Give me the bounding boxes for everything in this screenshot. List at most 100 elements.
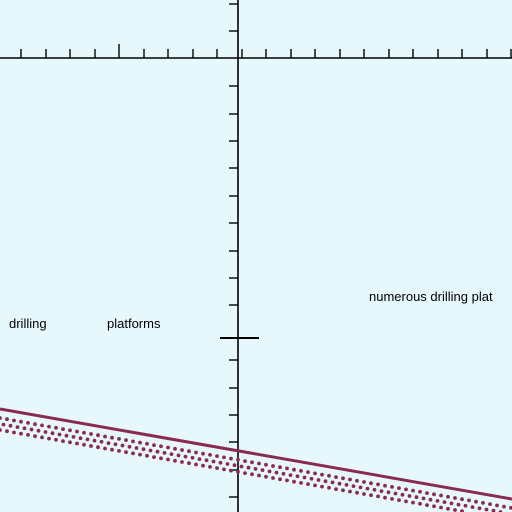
boundary-dot bbox=[397, 498, 401, 502]
boundary-dot bbox=[299, 469, 303, 473]
boundary-dot bbox=[274, 470, 279, 475]
boundary-dot bbox=[264, 462, 268, 467]
boundary-dot bbox=[502, 504, 506, 509]
boundary-dot bbox=[229, 468, 233, 473]
boundary-dot bbox=[330, 480, 335, 485]
horizontal-grid-axis bbox=[0, 44, 512, 59]
boundary-dot bbox=[264, 474, 268, 479]
boundary-dot bbox=[250, 460, 254, 465]
boundary-dot bbox=[404, 499, 408, 504]
boundary-dot bbox=[166, 445, 170, 450]
boundary-dot bbox=[453, 496, 457, 500]
boundary-dot bbox=[432, 492, 436, 497]
boundary-dot bbox=[421, 496, 426, 501]
boundary-dot bbox=[47, 436, 51, 441]
boundary-dot bbox=[22, 426, 27, 431]
boundary-dot bbox=[309, 476, 314, 481]
boundary-dot bbox=[292, 467, 296, 472]
boundary-dot bbox=[257, 461, 261, 466]
boundary-dot bbox=[372, 487, 377, 492]
boundary-dot bbox=[302, 475, 307, 480]
boundary-dot bbox=[148, 448, 153, 453]
boundary-dot bbox=[379, 489, 384, 493]
boundary-dot bbox=[449, 501, 454, 506]
boundary-dot bbox=[411, 488, 415, 493]
boundary-dot bbox=[173, 458, 177, 463]
boundary-dot bbox=[208, 465, 212, 469]
boundary-dot bbox=[295, 474, 300, 479]
boundary-dot bbox=[400, 492, 405, 497]
boundary-dot bbox=[432, 504, 436, 509]
boundary-dot bbox=[376, 494, 380, 499]
boundary-dot bbox=[33, 434, 37, 439]
boundary-dot bbox=[467, 498, 471, 503]
boundary-dot bbox=[334, 475, 338, 479]
boundary-dot bbox=[320, 472, 324, 477]
boundary-dot bbox=[183, 454, 188, 459]
boundary-dot bbox=[134, 446, 139, 450]
boundary-dot bbox=[414, 495, 419, 500]
boundary-dot bbox=[271, 476, 275, 480]
boundary-dot bbox=[1, 422, 6, 427]
boundary-dot bbox=[313, 483, 317, 488]
boundary-dot bbox=[0, 416, 2, 420]
boundary-dot bbox=[243, 459, 247, 463]
boundary-dot bbox=[117, 449, 121, 453]
boundary-dot bbox=[257, 473, 261, 478]
boundary-dot bbox=[477, 506, 482, 511]
boundary-dot bbox=[460, 509, 464, 512]
boundary-dot bbox=[141, 447, 146, 452]
boundary-dot bbox=[425, 491, 429, 495]
boundary-dot bbox=[439, 493, 443, 498]
boundary-dot bbox=[68, 428, 72, 433]
boundary-dot bbox=[225, 462, 230, 466]
boundary-dot bbox=[117, 437, 121, 441]
boundary-dot bbox=[281, 471, 286, 476]
boundary-dot bbox=[229, 456, 233, 461]
boundary-dot bbox=[43, 430, 48, 434]
boundary-dot bbox=[169, 452, 174, 456]
boundary-dot bbox=[250, 472, 254, 477]
boundary-dot bbox=[390, 485, 394, 489]
boundary-dot bbox=[57, 432, 62, 437]
boundary-dot bbox=[194, 450, 198, 455]
boundary-dot bbox=[120, 443, 125, 448]
boundary-dot bbox=[362, 480, 366, 484]
boundary-dot bbox=[190, 455, 195, 460]
boundary-dot bbox=[131, 451, 135, 456]
boundary-dot bbox=[320, 484, 324, 489]
boundary-dot bbox=[390, 497, 394, 501]
boundary-dot bbox=[103, 434, 107, 439]
boundary-dot bbox=[180, 448, 184, 452]
boundary-dot bbox=[26, 433, 30, 437]
boundary-dot bbox=[78, 436, 83, 441]
boundary-dot bbox=[341, 488, 345, 493]
boundary-dot bbox=[491, 508, 496, 512]
boundary-dot bbox=[306, 470, 310, 474]
boundary-dot bbox=[481, 501, 485, 505]
boundary-dot bbox=[89, 432, 93, 436]
boundary-dot bbox=[362, 492, 366, 496]
boundary-dot bbox=[138, 440, 142, 445]
boundary-dot bbox=[271, 464, 275, 468]
boundary-dot bbox=[397, 486, 401, 490]
boundary-dot bbox=[50, 431, 55, 436]
vertical-grid-axis bbox=[220, 0, 259, 512]
boundary-dot bbox=[484, 507, 489, 512]
boundary-dot bbox=[152, 443, 156, 447]
boundary-dot bbox=[446, 494, 450, 499]
boundary-dot bbox=[222, 467, 226, 472]
boundary-dot bbox=[495, 503, 499, 508]
boundary-dot bbox=[453, 508, 457, 512]
boundary-dot bbox=[131, 439, 135, 444]
boundary-dot bbox=[299, 481, 303, 485]
boundary-dot bbox=[215, 454, 219, 458]
boundary-dot bbox=[355, 490, 359, 495]
boundary-dot bbox=[194, 462, 198, 467]
boundary-dot bbox=[8, 423, 13, 428]
boundary-dot bbox=[383, 483, 387, 488]
boundary-dot bbox=[92, 438, 97, 443]
boundary-dot bbox=[113, 442, 118, 447]
boundary-dot bbox=[187, 449, 191, 454]
